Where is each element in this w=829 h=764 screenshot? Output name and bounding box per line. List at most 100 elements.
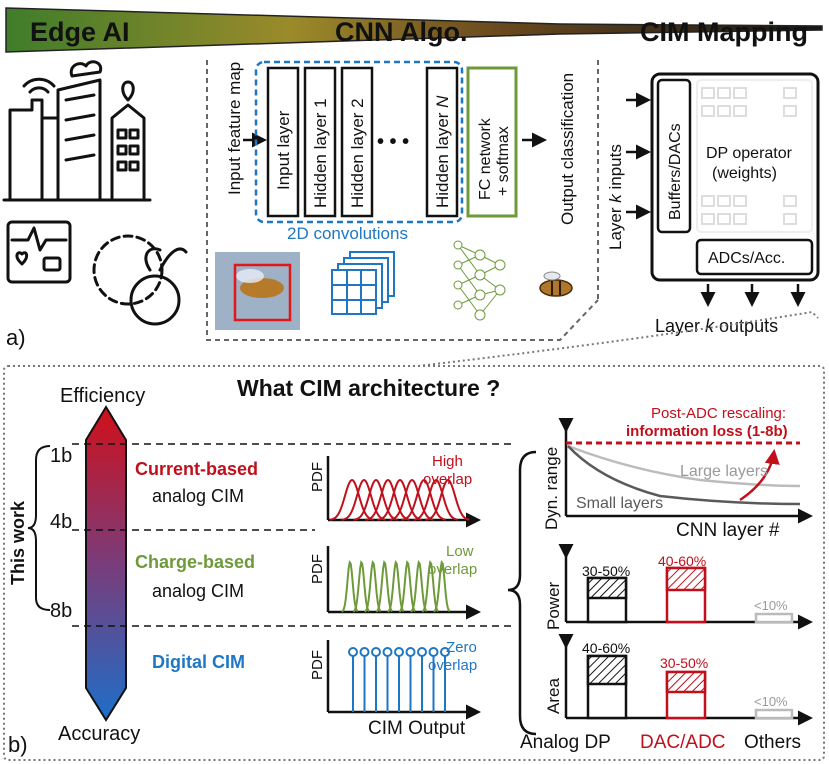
- pdf-curve-charge-2: [364, 559, 382, 613]
- area-axis-label: Area: [544, 678, 563, 714]
- efficiency-label: Efficiency: [60, 385, 145, 407]
- pdf-axis-label: PDF: [309, 554, 326, 584]
- pdf-axis-label: PDF: [309, 462, 326, 492]
- pdf-curve-current-4: [377, 479, 422, 521]
- area-label-analog: 40-60%: [582, 640, 630, 656]
- health-monitor-icon: [6, 220, 72, 284]
- large-layers-curve: [567, 444, 801, 488]
- efficiency-accuracy-arrow: [85, 405, 127, 722]
- area-bar-dacadc-range: [665, 670, 707, 694]
- pdf-stem-head-digital-7: [428, 647, 439, 657]
- dp-weights-label: (weights): [712, 165, 777, 182]
- cnn-layer-axis-label: CNN layer #: [676, 520, 780, 541]
- digital-cim-label: Digital CIM: [152, 652, 245, 672]
- power-label-analog: 30-50%: [582, 563, 630, 579]
- pdf-curve-current-7: [413, 479, 458, 521]
- post-adc-label: Post-ADC rescaling:: [651, 405, 786, 422]
- this-work-label: This work: [8, 500, 28, 585]
- location-pin-icon: [121, 80, 135, 102]
- conv-stack-icon: [331, 251, 395, 315]
- banner-cnn-algo: CNN Algo.: [335, 17, 467, 47]
- fc-network-box: [466, 66, 518, 218]
- fc-network-label: FC network: [477, 117, 494, 200]
- hidden-layer-2-box: [340, 66, 374, 218]
- pdf-stem-head-digital-0: [348, 647, 358, 657]
- pdf-curves-current: [329, 479, 470, 521]
- panel-b-title: What CIM architecture ?: [237, 375, 500, 401]
- banner-cim-mapping: CIM Mapping: [640, 17, 808, 47]
- pdf-stems-digital: [348, 647, 450, 712]
- area-label-dacadc: 30-50%: [660, 655, 708, 671]
- pdf-curves-charge: [341, 559, 451, 613]
- accuracy-label: Accuracy: [58, 723, 140, 745]
- edge-ai-icons: [2, 60, 188, 326]
- large-layers-label: Large layers: [680, 463, 768, 480]
- pdf-stem-head-digital-2: [371, 647, 381, 657]
- buffers-label: Buffers/DACs: [667, 123, 684, 220]
- charge-based-label: Charge-based: [135, 552, 255, 572]
- neural-network-icon: [453, 240, 506, 321]
- dyn-range-axis-label: Dyn. range: [542, 447, 561, 530]
- banner-edge-ai: Edge AI: [30, 17, 130, 47]
- pdf-curve-charge-6: [410, 559, 428, 613]
- bit-precision-lines: [72, 443, 515, 627]
- pdf-plot-charge: PDF Low overlap: [309, 543, 481, 620]
- pdf-stem-head-digital-4: [394, 647, 404, 657]
- banner-wedge: [5, 7, 823, 53]
- bit-label-4b: 4b: [50, 511, 72, 533]
- panel-b-frame: [3, 365, 825, 761]
- cim-output-label: CIM Output: [368, 718, 466, 739]
- cloud-icon: [69, 60, 103, 78]
- city-buildings-icon: [2, 60, 152, 202]
- pdf-curve-current-8: [425, 479, 470, 521]
- low-overlap-label-2: overlap: [428, 561, 477, 578]
- layer-boxes: Input layer Hidden layer 1 Hidden layer …: [266, 66, 459, 218]
- charge-based-sub: analog CIM: [152, 581, 244, 601]
- output-classification-label: Output classification: [558, 73, 577, 225]
- pdf-plot-current: PDF High overlap: [309, 453, 481, 528]
- current-based-sub: analog CIM: [152, 486, 244, 506]
- adcs-box: [695, 238, 814, 276]
- pdf-plot-digital: PDF Zero overlap: [309, 639, 481, 720]
- input-feature-map-label: Input feature map: [225, 62, 244, 195]
- panel-b-label: b): [8, 732, 28, 757]
- pdf-stem-head-digital-5: [405, 647, 416, 657]
- architecture-row-digital: Digital CIM: [152, 652, 245, 672]
- input-image-thumbnail: [215, 252, 300, 330]
- pdf-curve-charge-1: [352, 559, 370, 613]
- pdf-curve-current-5: [389, 479, 434, 521]
- bit-label-1b: 1b: [50, 445, 72, 467]
- dynamic-range-plot: Dyn. range Post-ADC rescaling: informati…: [542, 405, 813, 541]
- pdf-stem-head-digital-1: [359, 647, 370, 657]
- pdf-curve-charge-7: [421, 559, 439, 613]
- pdf-stem-head-digital-6: [417, 647, 427, 657]
- softmax-label: + softmax: [495, 126, 512, 196]
- layer-ellipsis: • • •: [377, 131, 409, 153]
- convolutions-label: 2D convolutions: [287, 224, 408, 243]
- power-bar-others: [754, 612, 794, 624]
- category-others: Others: [744, 732, 801, 753]
- current-based-label: Current-based: [135, 459, 258, 479]
- zoom-connector: [417, 310, 819, 367]
- input-layer-box: [266, 66, 300, 218]
- dp-operator-label: DP operator: [706, 145, 793, 162]
- dp-array-grid: [696, 79, 813, 233]
- hidden-layer-n-label: Hidden layer N: [433, 95, 452, 208]
- right-brace: [507, 450, 537, 736]
- hidden-layer-n-box: [425, 66, 459, 218]
- pdf-curve-current-6: [401, 479, 446, 521]
- hidden-layer-1-box: [303, 66, 337, 218]
- bit-label-8b: 8b: [50, 600, 72, 622]
- power-bar-dacadc-range: [665, 566, 707, 592]
- rescaling-arrow: [739, 449, 780, 502]
- buffers-box: [656, 78, 692, 234]
- panel-a-label: a): [6, 325, 26, 350]
- hidden-layer-2-label: Hidden layer 2: [348, 98, 367, 208]
- pdf-curve-charge-0: [341, 559, 359, 613]
- pdf-curve-charge-8: [433, 559, 451, 613]
- pdf-curve-charge-4: [387, 559, 405, 613]
- area-bar-others: [754, 708, 794, 720]
- pdf-curve-current-1: [341, 479, 386, 521]
- pdf-stem-head-digital-8: [440, 647, 450, 657]
- pdf-curve-charge-3: [375, 559, 393, 613]
